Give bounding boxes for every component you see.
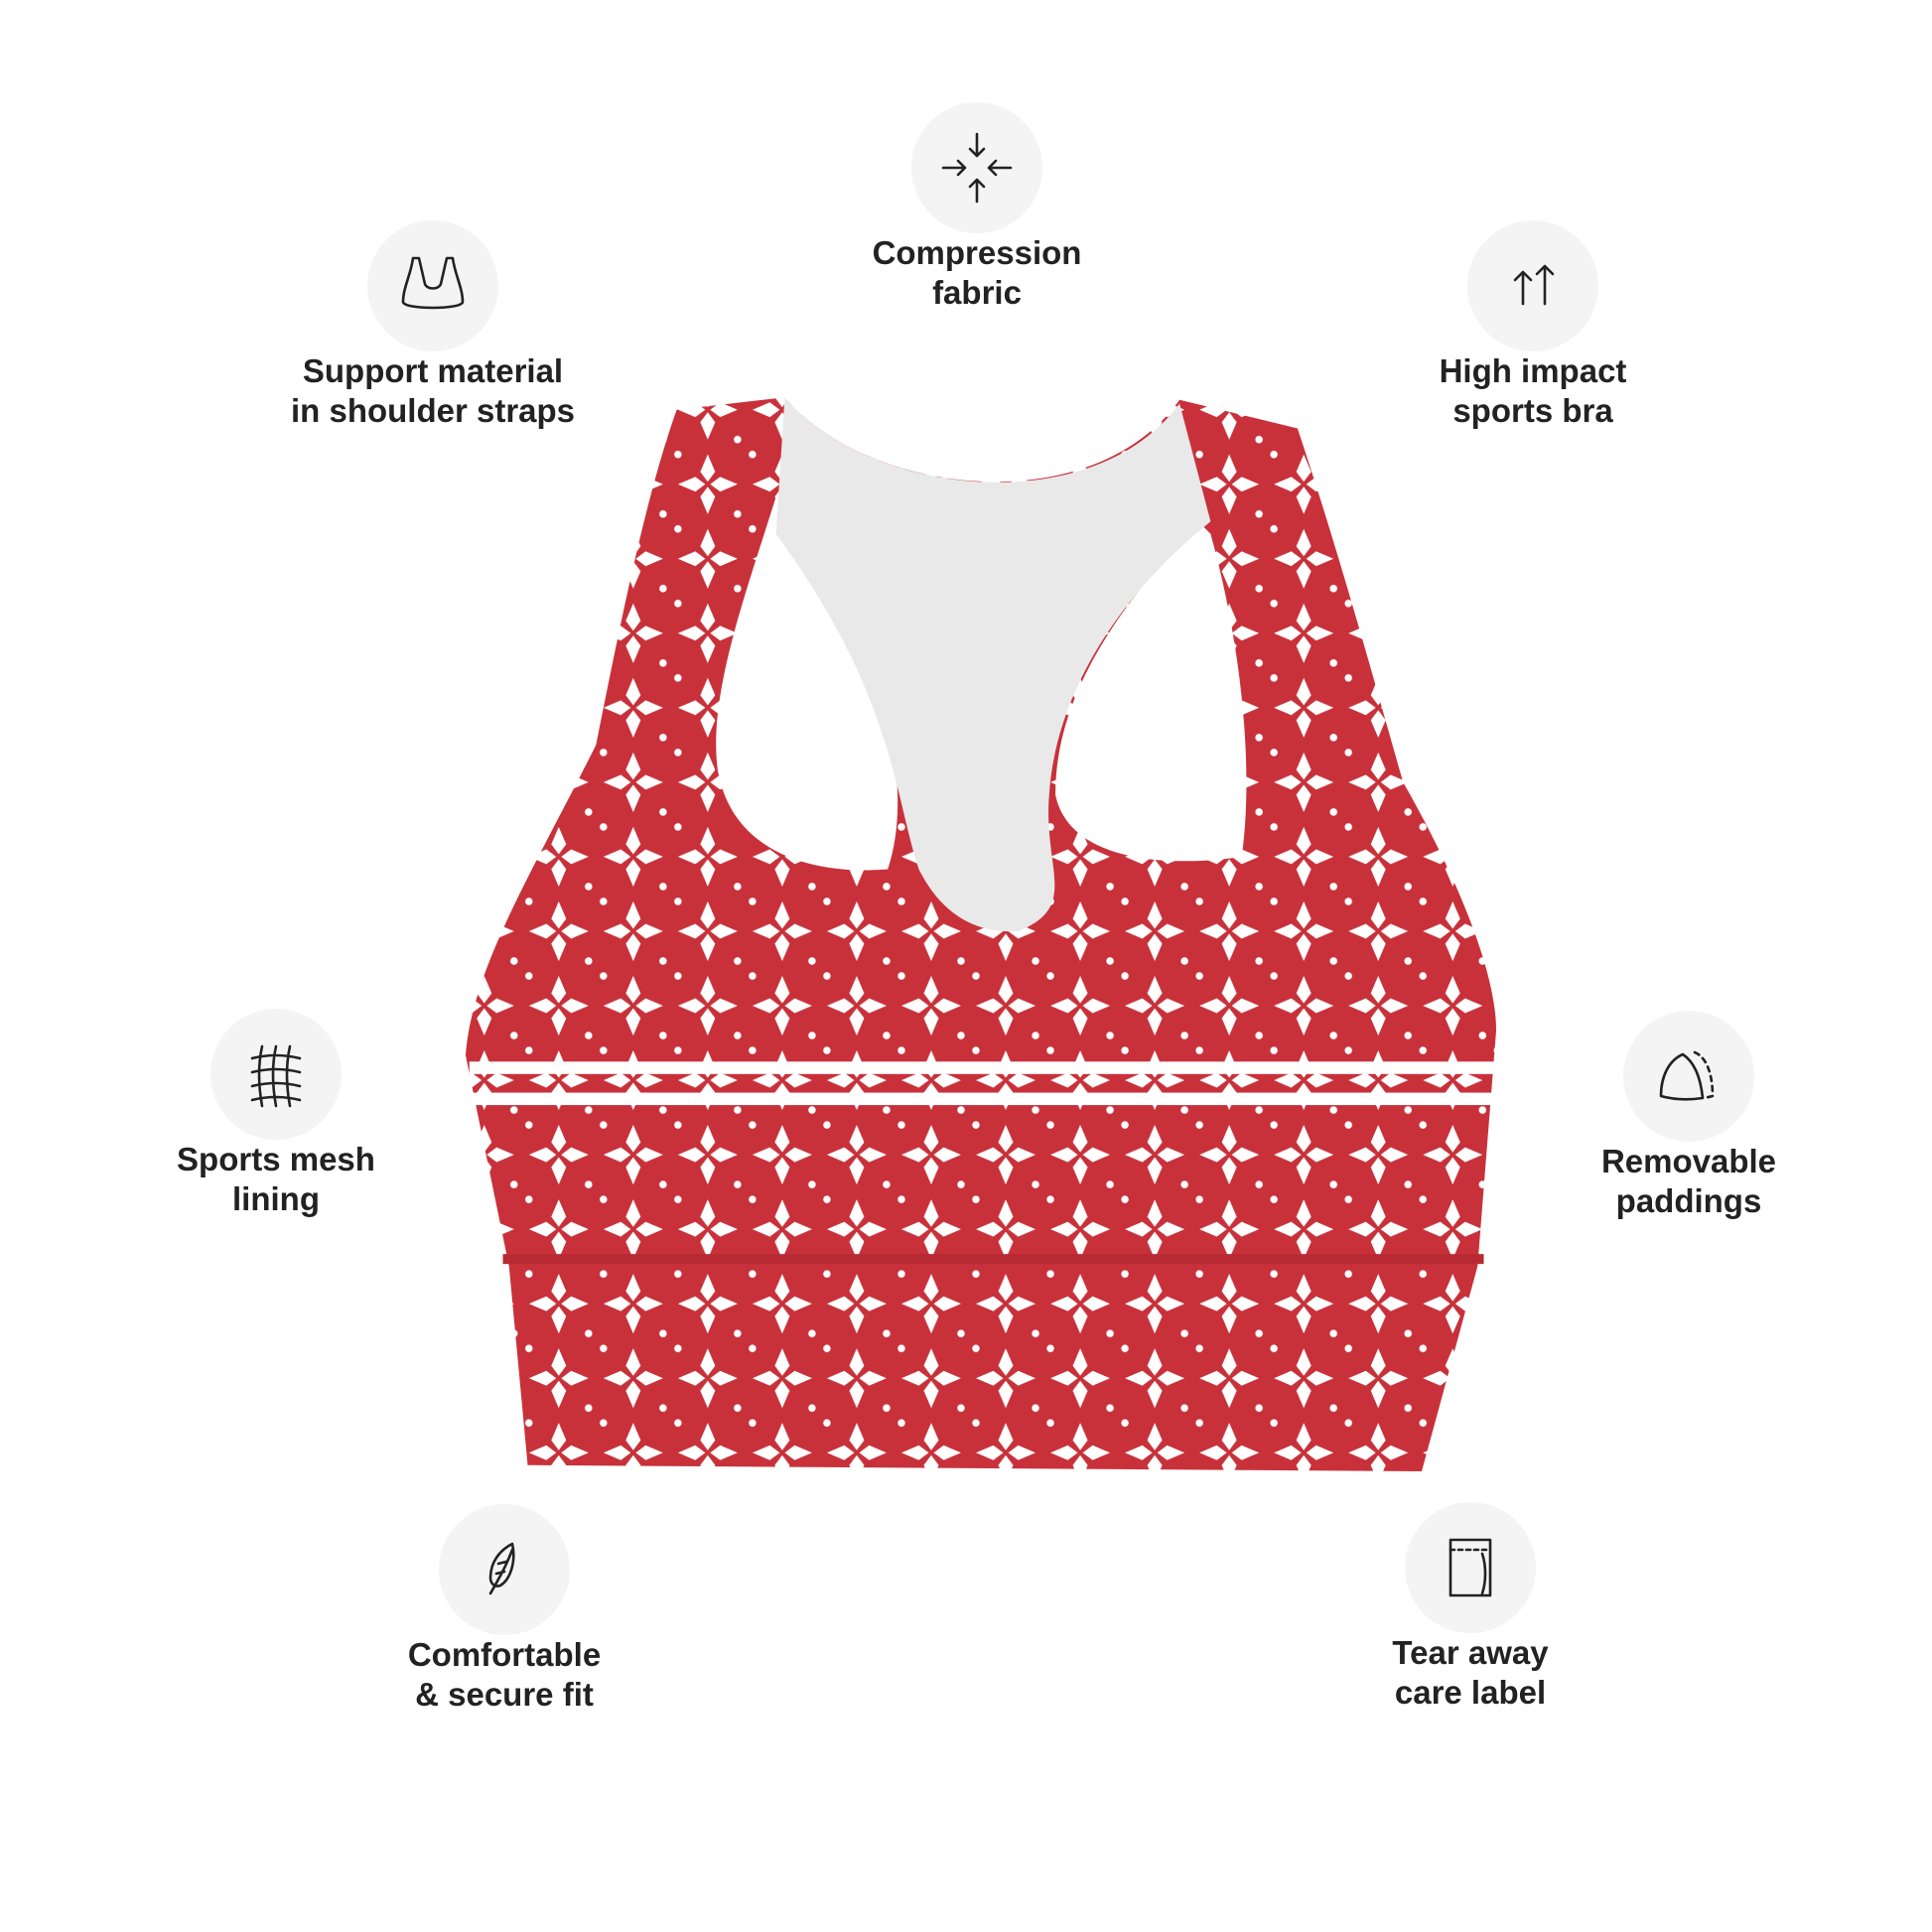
compress-arrows-icon xyxy=(911,102,1042,233)
feature-label-line2: fabric xyxy=(932,274,1022,311)
feather-icon xyxy=(439,1504,570,1635)
feature-comfort: Comfortable& secure fit xyxy=(296,1504,713,1715)
up-arrows-icon xyxy=(1467,220,1598,351)
feature-label-line1: Support material xyxy=(302,352,564,389)
feature-label-line1: Comfortable xyxy=(407,1636,602,1673)
feature-label-line1: High impact xyxy=(1439,352,1627,389)
mesh-icon xyxy=(210,1009,342,1140)
feature-label-line2: care label xyxy=(1394,1674,1547,1711)
feature-label-line2: in shoulder straps xyxy=(290,392,576,429)
feature-label-line2: paddings xyxy=(1615,1182,1762,1219)
padding-icon xyxy=(1623,1011,1754,1142)
feature-label-line1: Tear away xyxy=(1392,1634,1549,1671)
feature-label-line2: sports bra xyxy=(1452,392,1613,429)
shoulder-straps-icon xyxy=(367,220,498,351)
feature-label-line1: Compression xyxy=(872,234,1082,271)
feature-label-line1: Removable xyxy=(1600,1143,1777,1179)
right-armhole xyxy=(1055,521,1247,862)
waistband-seam xyxy=(502,1254,1484,1265)
feature-label: Comfortable& secure fit xyxy=(296,1635,713,1715)
pattern-band xyxy=(469,1061,1495,1074)
feature-label-line2: lining xyxy=(232,1180,320,1217)
pattern-band xyxy=(472,1092,1493,1106)
left-armhole xyxy=(716,496,898,871)
care-label-icon xyxy=(1405,1502,1536,1633)
feature-label-line1: Sports mesh xyxy=(177,1141,375,1177)
feature-label-line2: & secure fit xyxy=(415,1676,594,1713)
bra-body xyxy=(465,397,1497,1472)
mesh-racerback xyxy=(775,397,1211,932)
